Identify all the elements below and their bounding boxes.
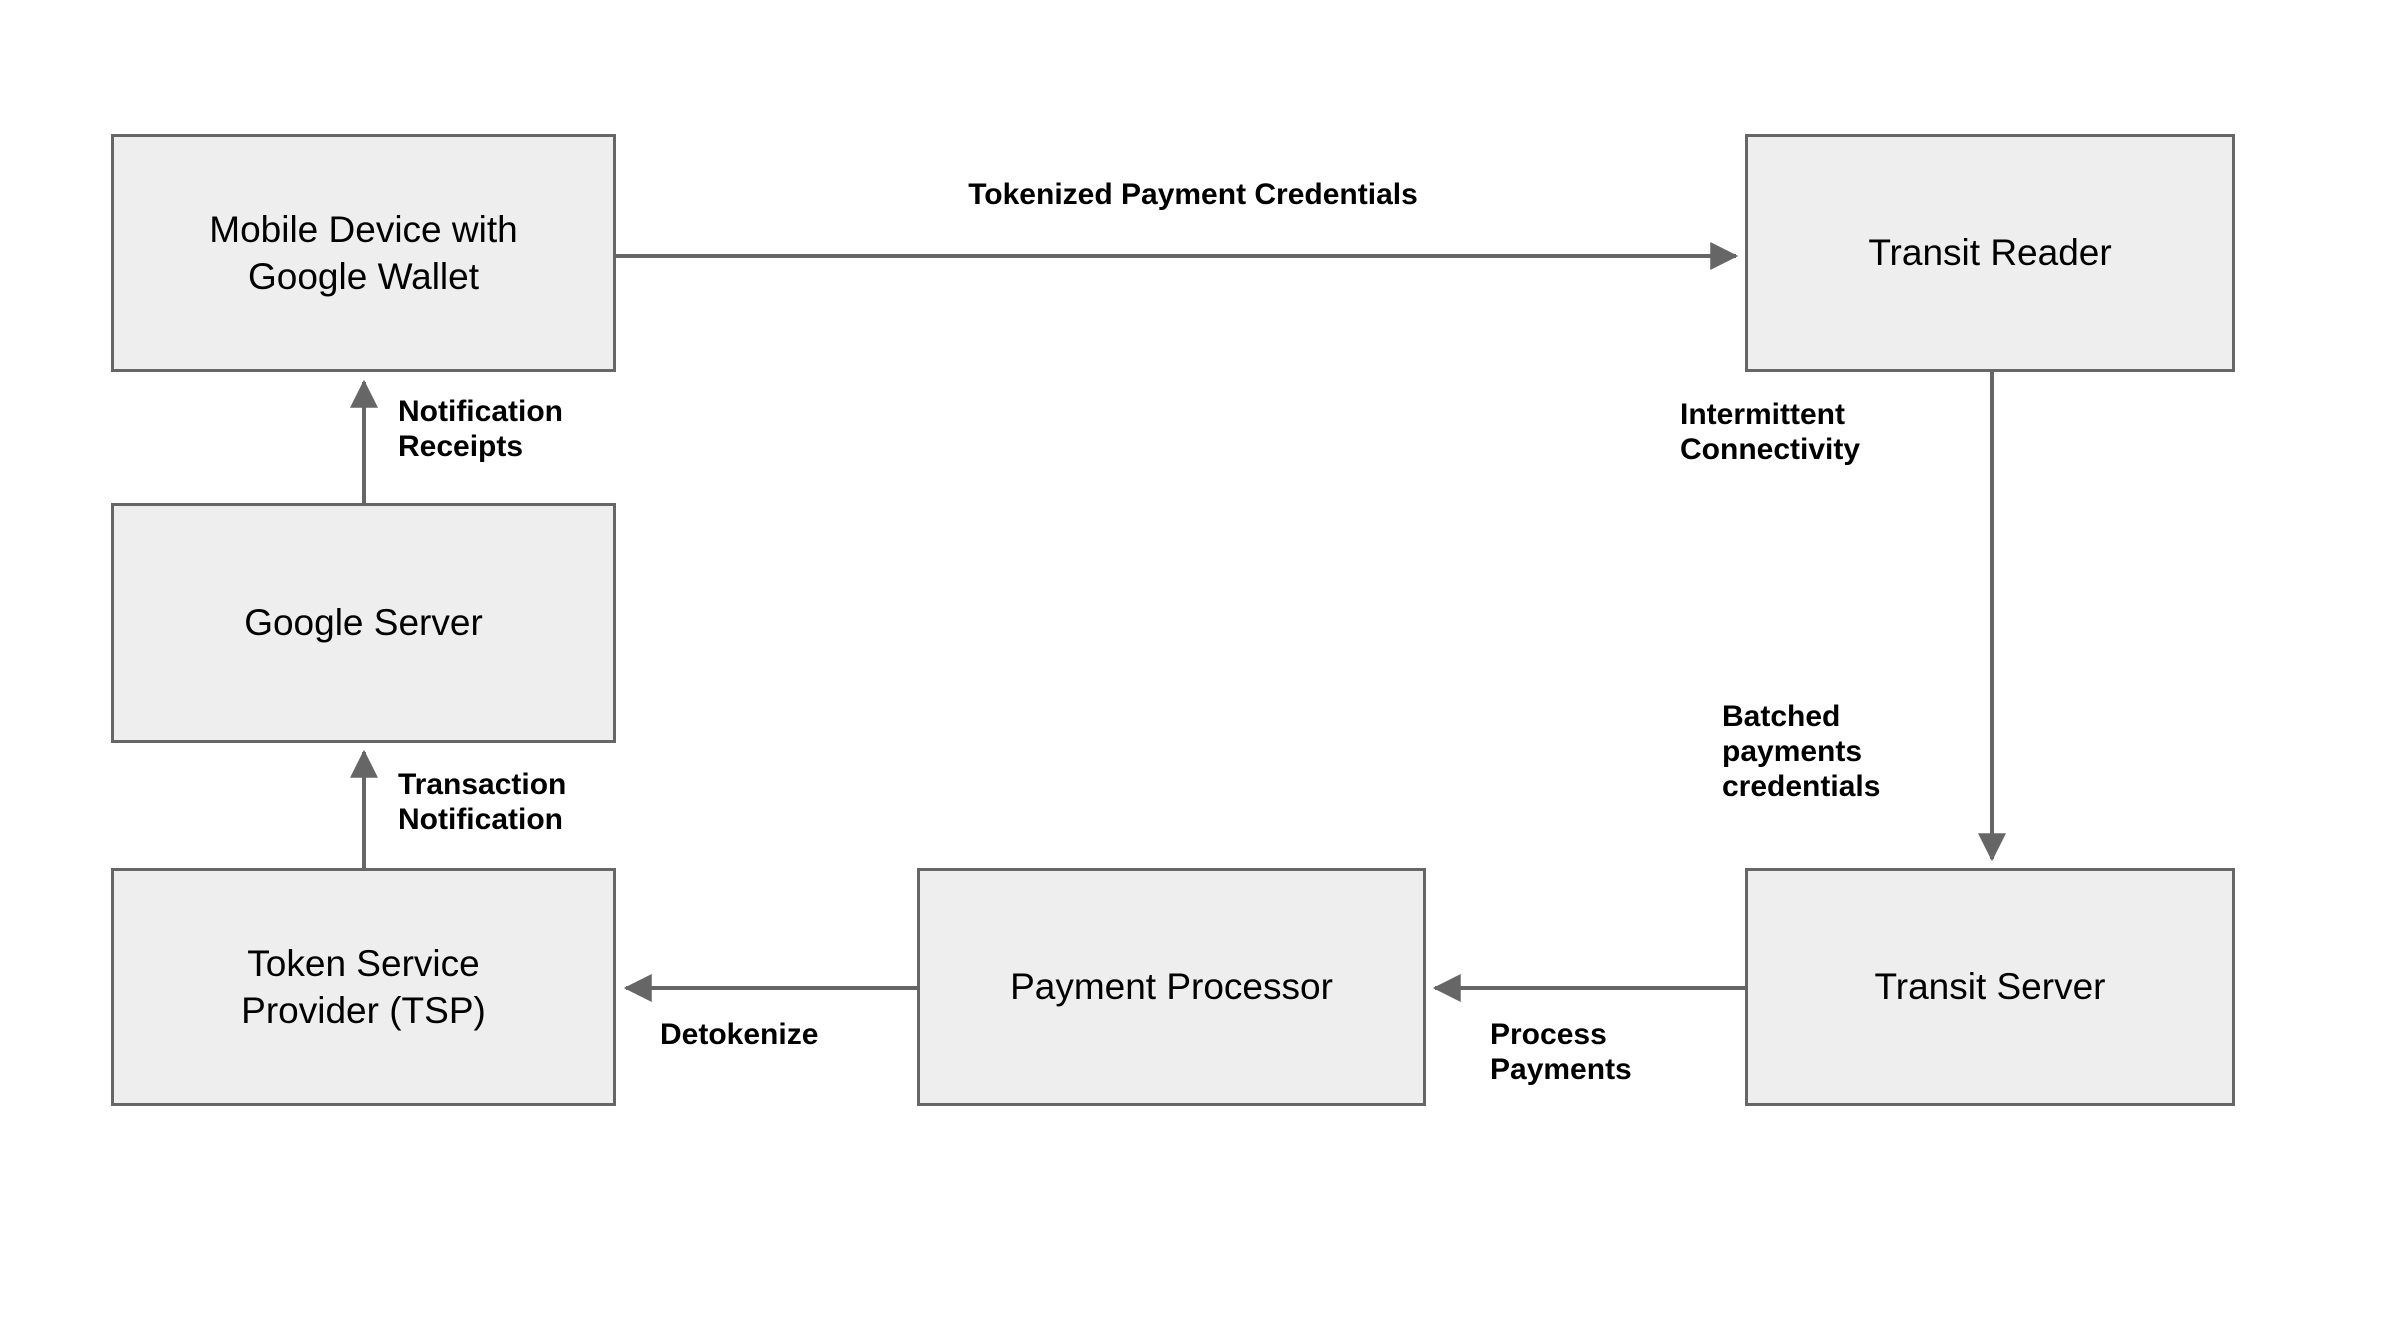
edge-label-batched-payments-credentials: Batched payments credentials <box>1722 700 1881 803</box>
node-payment-processor[interactable]: Payment Processor <box>917 868 1426 1106</box>
edge-label-detokenize: Detokenize <box>660 1018 819 1051</box>
node-transit-reader[interactable]: Transit Reader <box>1745 134 2235 372</box>
node-mobile-device[interactable]: Mobile Device with Google Wallet <box>111 134 616 372</box>
node-transit-server[interactable]: Transit Server <box>1745 868 2235 1106</box>
edge-label-intermittent-connectivity: Intermittent Connectivity <box>1680 398 1861 466</box>
edge-label-tokenized-payment-credentials: Tokenized Payment Credentials <box>968 178 1418 211</box>
edge-label-process-payments: Process Payments <box>1490 1018 1632 1086</box>
node-token-service-provider[interactable]: Token Service Provider (TSP) <box>111 868 616 1106</box>
edge-label-transaction-notification: Transaction Notification <box>398 768 567 836</box>
node-google-server[interactable]: Google Server <box>111 503 616 743</box>
edge-label-notification-receipts: Notification Receipts <box>398 395 563 463</box>
